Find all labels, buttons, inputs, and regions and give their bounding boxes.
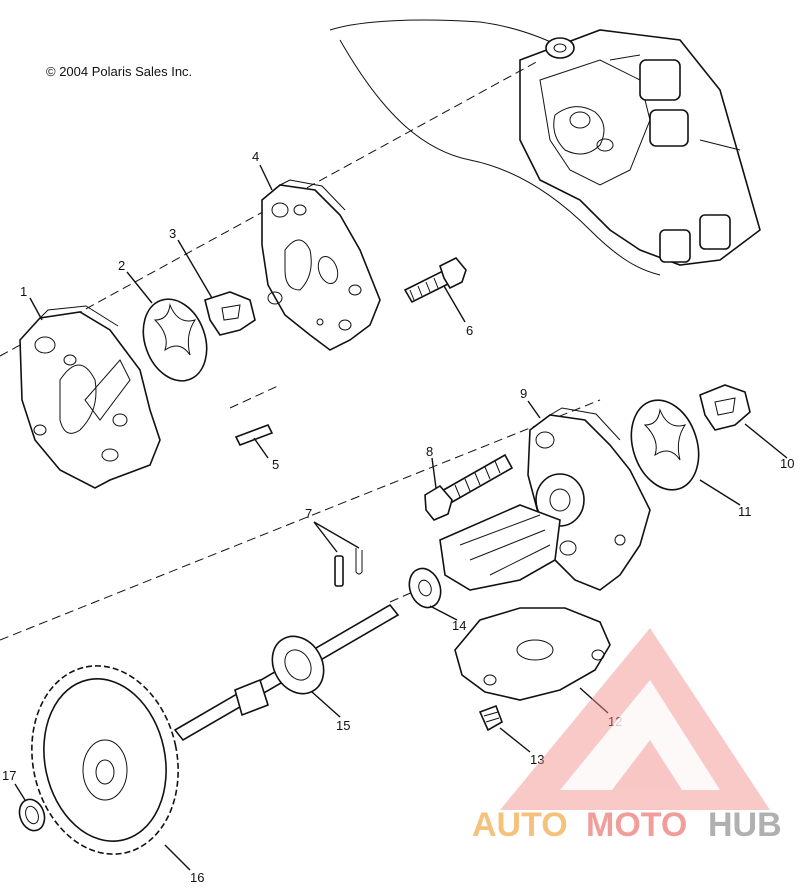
shaft-part-15	[173, 603, 400, 742]
callout-labels: 1 2 3 4 5 6 7 8 9 10 11 12 13 14 15 16 1…	[2, 149, 794, 885]
copyright-text: © 2004 Polaris Sales Inc.	[46, 64, 192, 79]
inner-rotor-part-3	[204, 291, 256, 336]
callout-1: 1	[20, 284, 27, 299]
inner-rotor-part-10	[699, 384, 751, 431]
outer-rotor-part-11	[630, 399, 700, 491]
snap-ring-part-17	[18, 798, 46, 832]
watermark-hub: HUB	[708, 806, 782, 844]
callout-2: 2	[118, 258, 125, 273]
pump-plate-part-4	[261, 179, 381, 351]
watermark-auto: AUTO	[472, 806, 568, 844]
pump-housing-part-1	[19, 305, 161, 489]
watermark-logo: AUTO MOTO HUB	[472, 628, 782, 844]
washer-part-14	[408, 567, 442, 609]
callout-9: 9	[520, 386, 527, 401]
callout-8: 8	[426, 444, 433, 459]
dowel-pin-part-5	[234, 423, 274, 447]
callout-5: 5	[272, 457, 279, 472]
callout-16: 16	[190, 870, 204, 884]
screw-part-13	[478, 704, 503, 732]
callout-17: 17	[2, 768, 16, 783]
bolt-part-6	[403, 257, 467, 304]
callout-7: 7	[305, 506, 312, 521]
callout-13: 13	[530, 752, 544, 767]
callout-11: 11	[738, 504, 752, 519]
callout-14: 14	[452, 618, 466, 633]
pins-part-7	[334, 548, 363, 587]
gear-part-16	[31, 665, 179, 855]
callout-4: 4	[252, 149, 259, 164]
callout-15: 15	[336, 718, 350, 733]
leader-lines	[14, 164, 788, 871]
cover-part-12	[454, 607, 611, 701]
callout-3: 3	[169, 226, 176, 241]
oil-pickup-screen	[439, 504, 561, 591]
engine-crankcase	[329, 19, 761, 276]
long-bolt-part-8	[424, 453, 514, 521]
outer-rotor-part-2	[142, 298, 208, 382]
pump-body-part-9	[527, 407, 651, 591]
callout-10: 10	[780, 456, 794, 471]
watermark-moto: MOTO	[586, 806, 687, 844]
callout-6: 6	[466, 323, 473, 338]
